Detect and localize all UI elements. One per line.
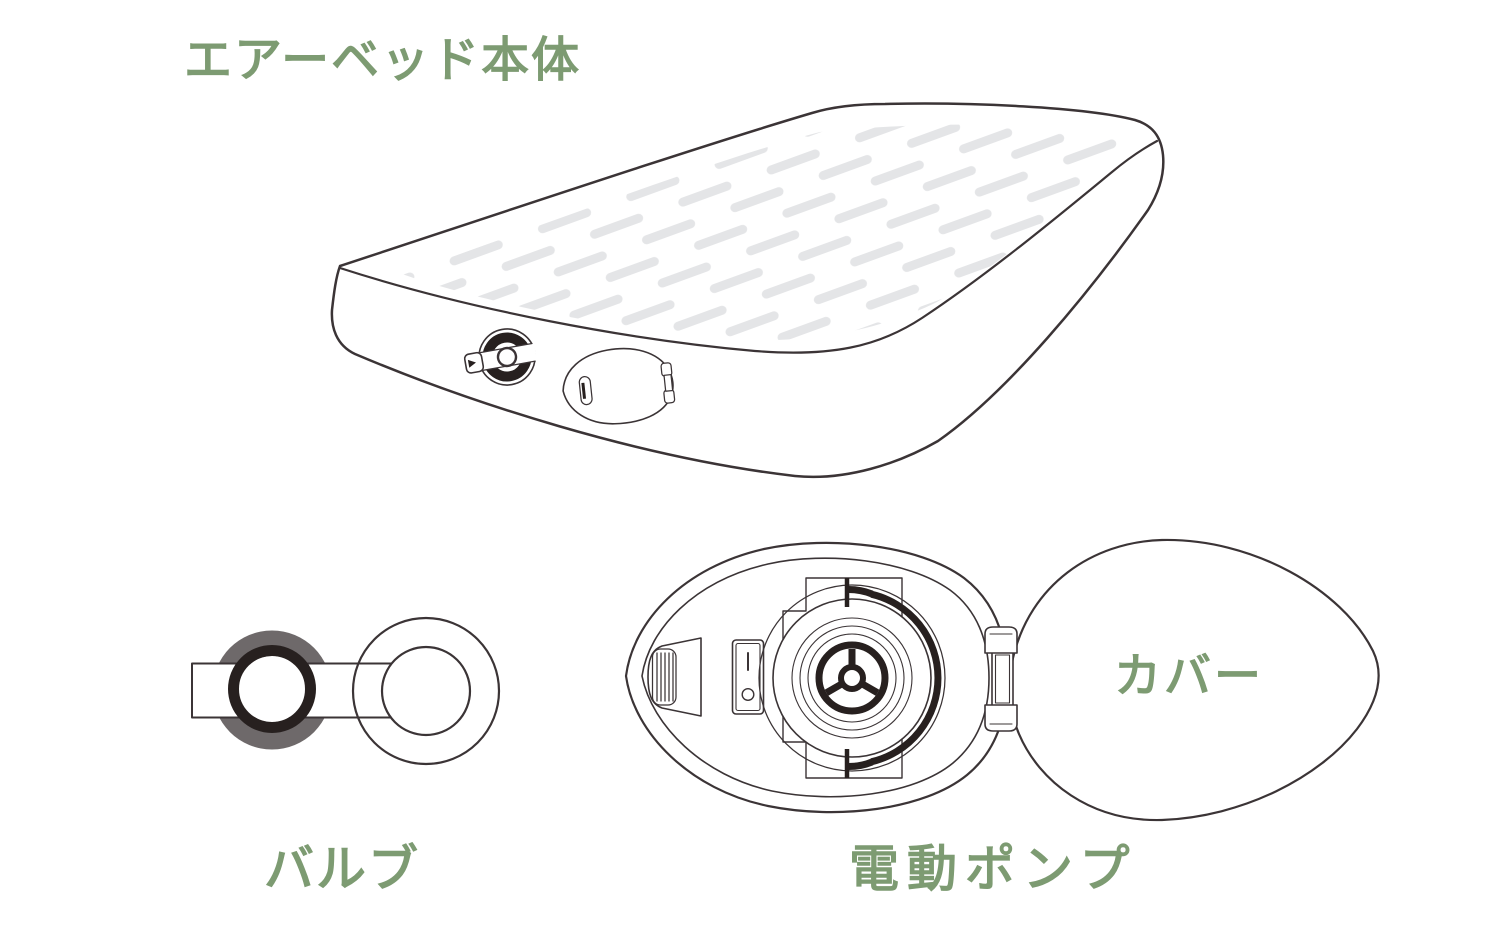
air-bed-illustration: [330, 102, 1165, 479]
pump-power-switch: [731, 639, 765, 715]
label-pump: 電動ポンプ: [849, 840, 1138, 898]
label-air-bed-body: エアーベッド本体: [184, 32, 582, 88]
bed-valve-port: [463, 328, 538, 386]
fan-icon: [815, 641, 889, 715]
pump-air-outlet: [647, 637, 702, 717]
valve-dark-ring: [228, 645, 316, 733]
mattress-quilt-pattern: [402, 124, 1120, 341]
valve-outer-ring: [351, 616, 501, 766]
bed-pump-recess: [562, 347, 676, 425]
label-cover: カバー: [1114, 649, 1264, 704]
pump-cover-hinge: [984, 626, 1018, 732]
pump-illustration: [624, 541, 1018, 814]
valve-illustration: [191, 616, 501, 766]
cover-illustration: [1008, 538, 1380, 822]
label-valve: バルブ: [264, 840, 420, 898]
pump-turbine: [758, 577, 946, 779]
